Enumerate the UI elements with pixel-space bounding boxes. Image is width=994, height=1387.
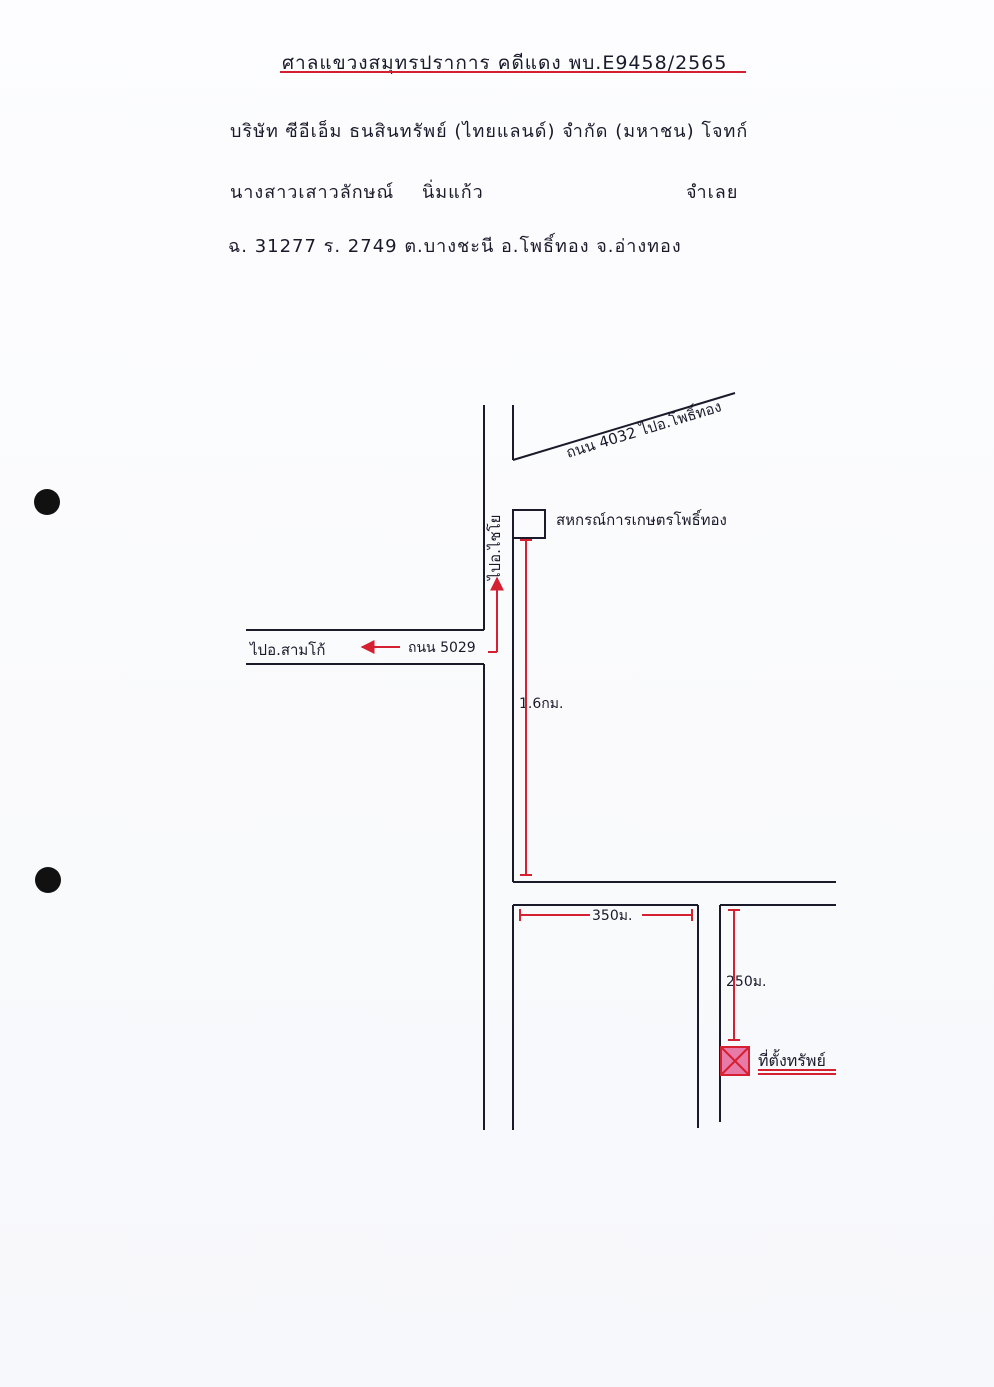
distance-main-label: 1.6กม. [519,696,563,712]
punch-hole [35,867,61,893]
defendant-role: จำเลย [686,182,739,203]
defendant-surname: นิ่มแก้ว [422,182,484,203]
cooperative-label: สหกรณ์การเกษตรโพธิ์ทอง [556,509,727,529]
property-label: ที่ตั้งทรัพย์ [758,1049,826,1070]
title-underline [280,71,746,73]
road-4032-lower-edge [512,392,736,461]
road-4032-label: ถนน 4032 ไปอ.โพธิ์ทอง [563,395,723,461]
property-location-line: ฉ. 31277 ร. 2749 ต.บางชะนี อ.โพธิ์ทอง จ.… [228,236,682,257]
road-5029-label: ถนน 5029 [408,640,476,656]
distance-250-label: 250ม. [726,974,766,990]
court-case-title: ศาลแขวงสมุทรปราการ คดีแดง พบ.E9458/2565 [282,52,728,74]
route-markings [360,539,836,1075]
to-samko-label: ไปอ.สามโก้ [249,641,325,659]
punch-hole [34,489,60,515]
crossed-square-icon [720,1046,750,1076]
distance-350-label: 350ม. [592,908,632,924]
roads [246,392,836,1130]
defendant-name: นางสาวเสาวลักษณ์ [230,182,395,203]
to-chaiyo-label: ไปอ.ไชโย [486,515,504,581]
plaintiff-line: บริษัท ซีอีเอ็ม ธนสินทรัพย์ (ไทยแลนด์) จ… [230,121,749,142]
cooperative-building [512,509,546,539]
